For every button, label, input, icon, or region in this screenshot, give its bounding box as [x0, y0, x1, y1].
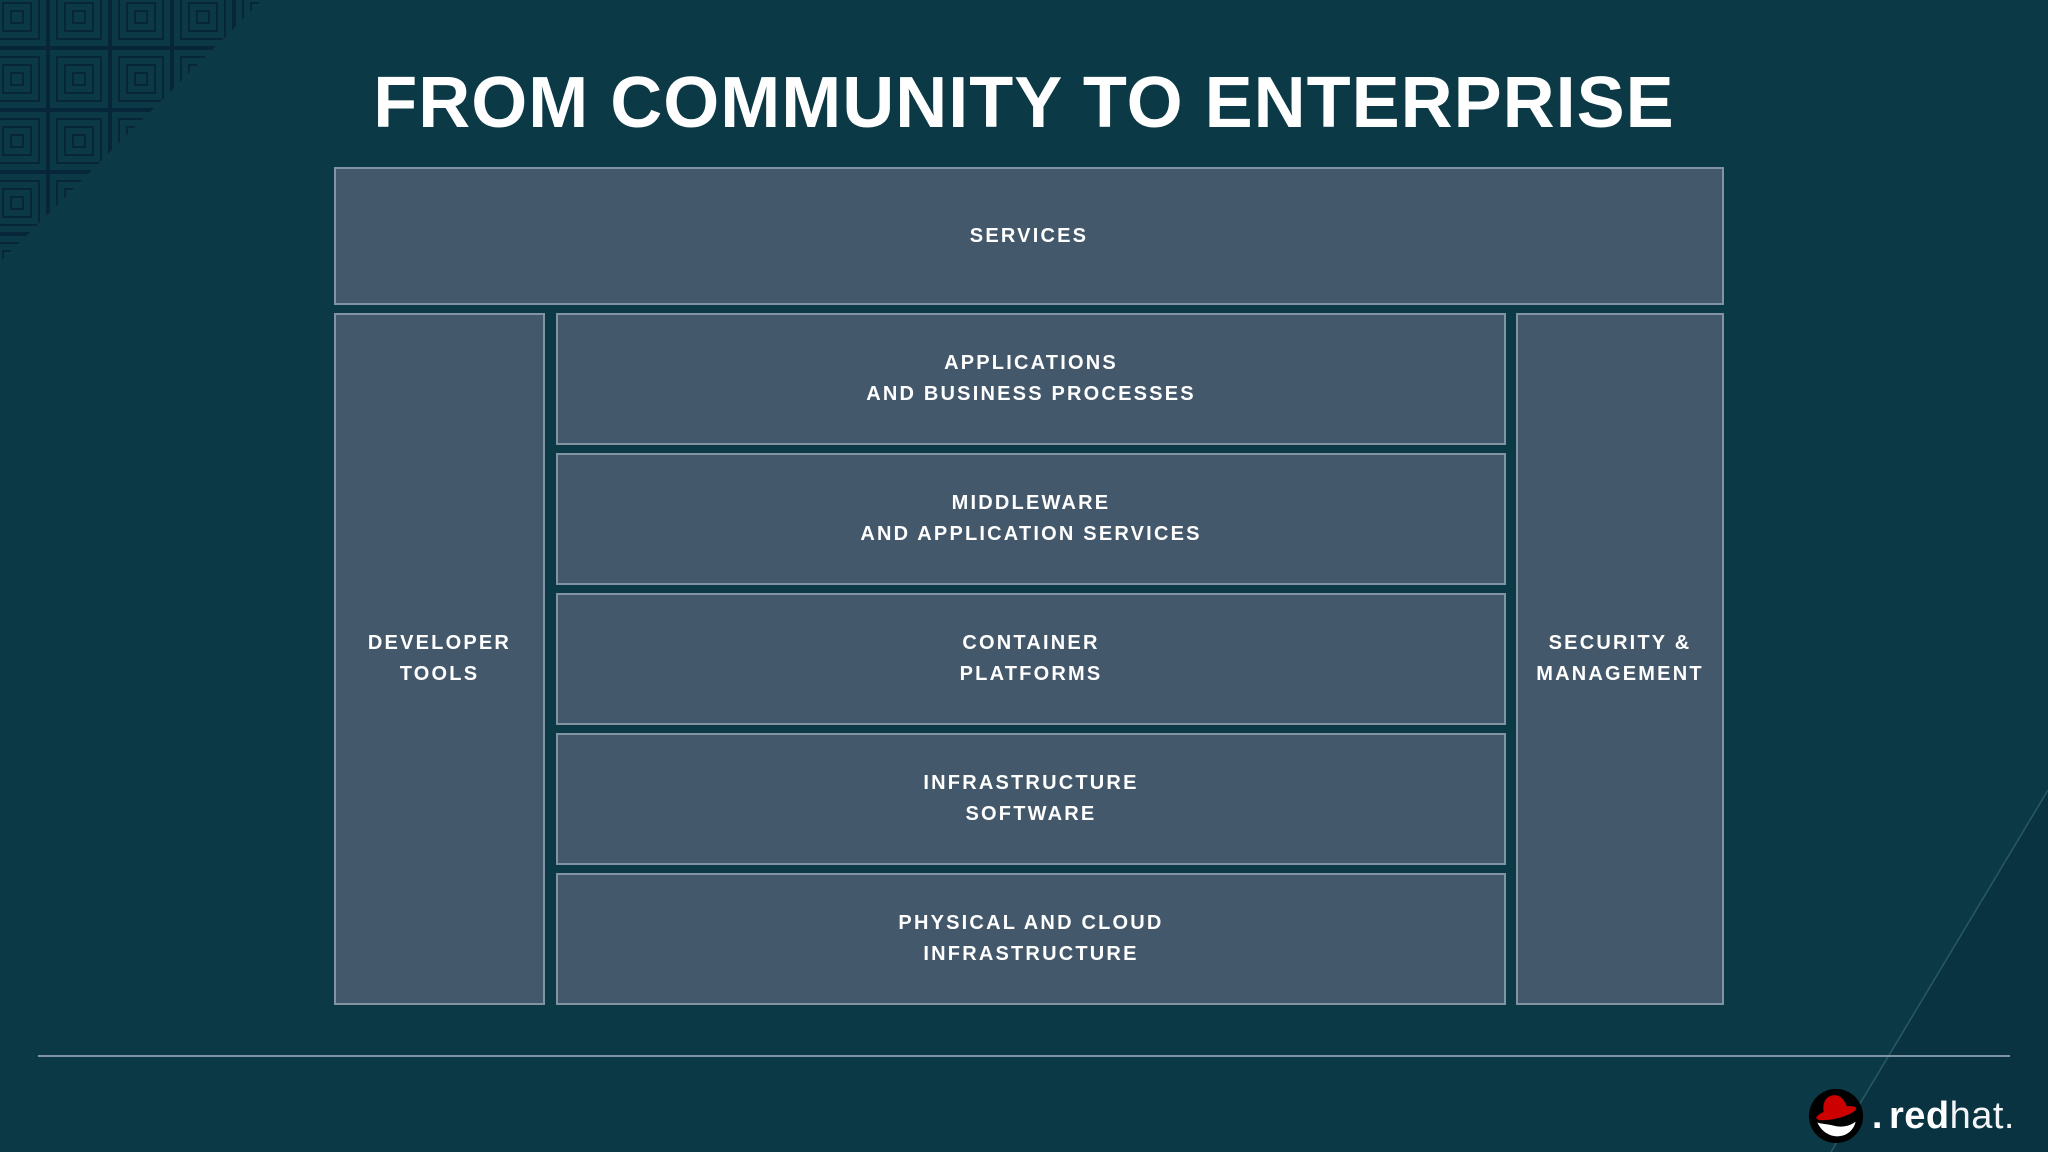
- services-box: SERVICES: [334, 167, 1724, 305]
- diagram-row: DEVELOPER TOOLS APPLICATIONS AND BUSINES…: [334, 313, 1724, 1005]
- brand-hat: hat.: [1949, 1094, 2015, 1137]
- developer-tools-label: DEVELOPER TOOLS: [367, 632, 512, 685]
- layer-label: MIDDLEWARE AND APPLICATION SERVICES: [860, 492, 1202, 545]
- architecture-diagram: SERVICES DEVELOPER TOOLS APPLICATIONS AN…: [334, 167, 1724, 1005]
- layer-box-applications: APPLICATIONS AND BUSINESS PROCESSES: [556, 313, 1506, 445]
- layer-label: APPLICATIONS AND BUSINESS PROCESSES: [866, 352, 1196, 405]
- brand-dot: .: [1871, 1094, 1883, 1137]
- layer-label: CONTAINER PLATFORMS: [959, 632, 1103, 685]
- page-title: FROM COMMUNITY TO ENTERPRISE: [373, 63, 1675, 143]
- layer-box-container-platforms: CONTAINER PLATFORMS: [556, 593, 1506, 725]
- security-management-label: SECURITY & MANAGEMENT: [1536, 632, 1704, 685]
- corner-squares-pattern-icon: [0, 0, 262, 262]
- brand-red: red: [1888, 1094, 1950, 1137]
- layer-box-infrastructure-software: INFRASTRUCTURE SOFTWARE: [556, 733, 1506, 865]
- shadowman-icon: [1808, 1088, 1863, 1144]
- developer-tools-box: DEVELOPER TOOLS: [334, 313, 545, 1005]
- layer-box-physical-cloud-infrastructure: PHYSICAL AND CLOUD INFRASTRUCTURE: [556, 873, 1506, 1005]
- footer-divider: [38, 1055, 2010, 1057]
- layer-box-middleware: MIDDLEWARE AND APPLICATION SERVICES: [556, 453, 1506, 585]
- layer-label: INFRASTRUCTURE SOFTWARE: [923, 772, 1139, 825]
- services-label: SERVICES: [969, 224, 1089, 247]
- layer-label: PHYSICAL AND CLOUD INFRASTRUCTURE: [898, 912, 1164, 965]
- layer-stack: APPLICATIONS AND BUSINESS PROCESSES MIDD…: [556, 313, 1506, 1005]
- diagonal-accent-shape: [1830, 789, 2048, 1152]
- security-management-box: SECURITY & MANAGEMENT: [1516, 313, 1724, 1005]
